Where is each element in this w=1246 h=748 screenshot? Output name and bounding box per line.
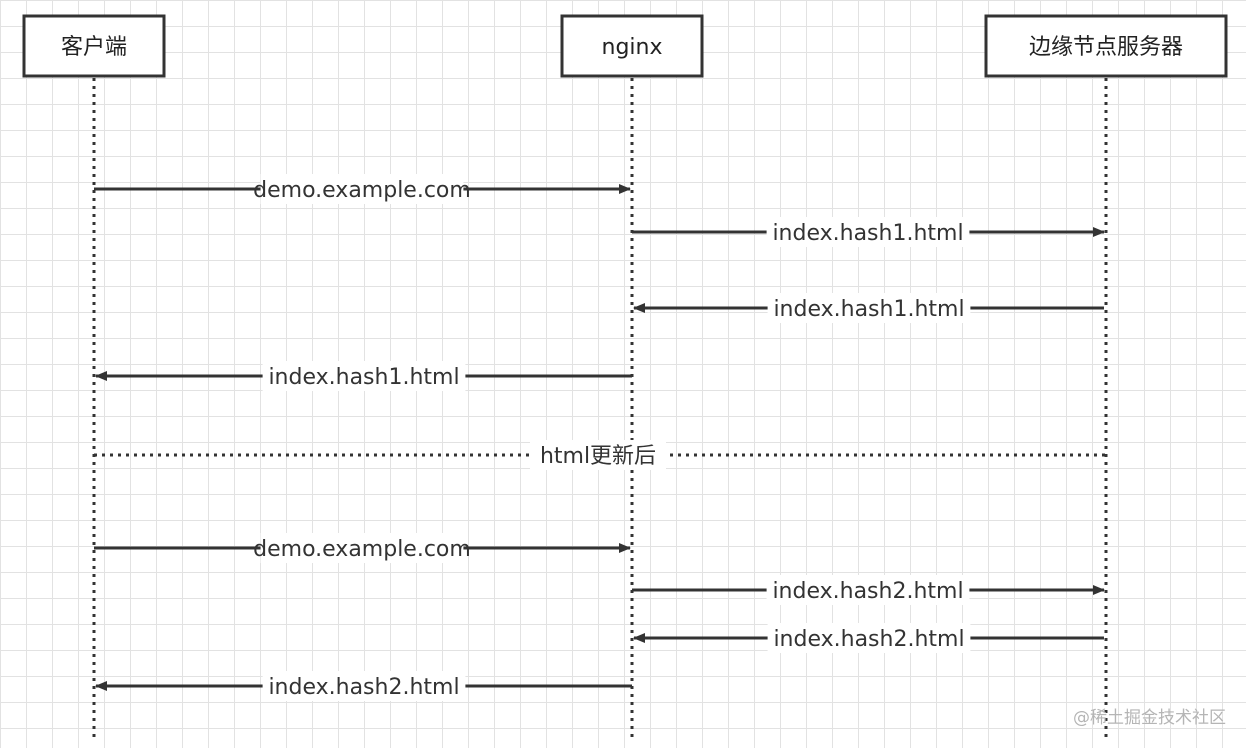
message-label-bg-2	[766, 217, 970, 247]
message-label-4: index.hash1.html	[268, 365, 459, 390]
message-label-bg-9	[262, 671, 466, 701]
message-label-bg-7	[766, 575, 970, 605]
message-label-bg-4	[262, 361, 466, 391]
message-label-7: index.hash2.html	[772, 579, 963, 604]
participant-label-nginx: nginx	[602, 35, 663, 60]
divider-label: html更新后	[540, 444, 656, 469]
participant-box-nginx	[560, 14, 704, 78]
message-label-bg-8	[767, 623, 971, 653]
message-label-8: index.hash2.html	[773, 627, 964, 652]
message-label-bg-1	[260, 174, 464, 204]
divider-label-bg	[530, 440, 666, 470]
participant-label-edge: 边缘节点服务器	[1029, 35, 1183, 60]
message-label-9: index.hash2.html	[268, 675, 459, 700]
message-label-1: demo.example.com	[253, 178, 471, 203]
message-label-bg-6	[260, 533, 464, 563]
message-label-bg-3	[767, 293, 971, 323]
message-label-3: index.hash1.html	[773, 297, 964, 322]
message-label-2: index.hash1.html	[772, 221, 963, 246]
participant-box-edge	[984, 14, 1228, 78]
watermark: @稀土掘金技术社区	[1073, 708, 1226, 728]
participant-box-client	[22, 14, 166, 78]
participant-label-client: 客户端	[61, 35, 127, 60]
message-label-6: demo.example.com	[253, 537, 471, 562]
